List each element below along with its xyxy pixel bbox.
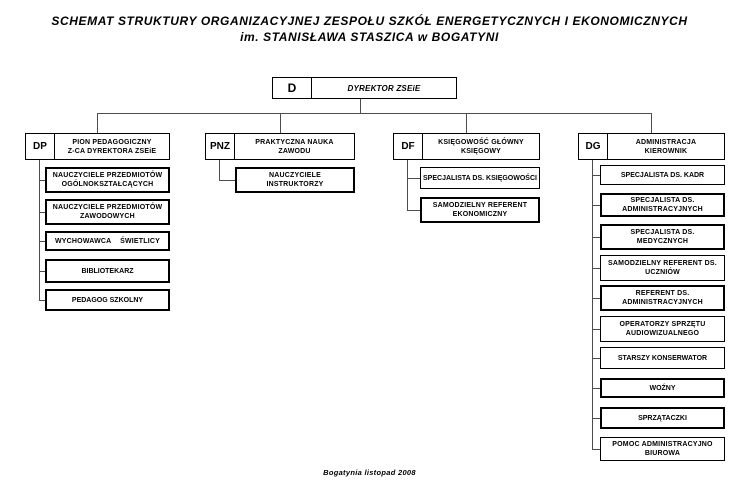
node-pion-pedagogiczny: DP PION PEDAGOGICZNY Z-CA DYREKTORA ZSEi…	[25, 133, 170, 160]
node-specjalista-ds-medycznych: SPECJALISTA DS. MEDYCZNYCH	[600, 224, 725, 250]
node-nauczyciele-przedmiotow-ogolnoksztalcacych: NAUCZYCIELE PRZEDMIOTÓW OGÓLNOKSZTAŁCĄCY…	[45, 167, 170, 193]
connector-stub	[592, 329, 600, 330]
node-specjalista-ds-ksiegowosci: SPECJALISTA DS. KSIĘGOWOŚCI	[420, 167, 540, 189]
connector-stub	[592, 358, 600, 359]
connector-vline-dp	[39, 160, 40, 300]
node-label: POMOC ADMINISTRACYJNO BIUROWA	[612, 441, 713, 457]
title-line-1: SCHEMAT STRUKTURY ORGANIZACYJNEJ ZESPOŁU…	[51, 14, 688, 28]
node-sprzataczki: SPRZĄTACZKI	[600, 407, 725, 429]
connector-stub	[592, 298, 600, 299]
connector-stub	[39, 180, 46, 181]
node-label: WOŹNY	[649, 384, 676, 392]
node-specjalista-ds-kadr: SPECJALISTA DS. KADR	[600, 165, 725, 185]
node-label: STARSZY KONSERWATOR	[617, 354, 708, 362]
node-label: SPECJALISTA DS. KSIĘGOWOŚCI	[423, 174, 537, 182]
connector-stub	[592, 237, 600, 238]
header-box-dg: ADMINISTRACJA KIEROWNIK	[607, 133, 725, 160]
connector-vline-dg	[592, 160, 593, 449]
node-samodzielny-referent-ds-uczniow: SAMODZIELNY REFERENT DS. UCZNIÓW	[600, 255, 725, 281]
node-dyrektor-zseie: D DYREKTOR ZSEiE	[272, 77, 457, 99]
node-label: NAUCZYCIELE INSTRUKTORZY	[266, 172, 324, 188]
footer-caption: Bogatynia listopad 2008	[323, 468, 416, 477]
header-dp-line-2: Z-CA DYREKTORA ZSEiE	[67, 147, 157, 155]
title-line-2: im. STANISŁAWA STASZICA w BOGATYNI	[240, 30, 499, 44]
node-starszy-konserwator: STARSZY KONSERWATOR	[600, 347, 725, 369]
node-administracja-kierownik: DG ADMINISTRACJA KIEROWNIK	[578, 133, 725, 160]
connector-drop-dp	[97, 113, 98, 133]
connector-vline-df	[407, 160, 408, 210]
connector-stub	[39, 300, 46, 301]
header-df-line-2: KSIĘGOWY	[460, 147, 502, 155]
node-nauczyciele-przedmiotow-zawodowych: NAUCZYCIELE PRZEDMIOTÓW ZAWODOWYCH	[45, 199, 170, 225]
header-pnz-line-2: ZAWODU	[278, 147, 311, 155]
header-dg-line-2: KIEROWNIK	[644, 147, 688, 155]
node-label: REFERENT DS. ADMINISTRACYJNYCH	[622, 290, 703, 306]
node-pedagog-szkolny: PEDAGOG SZKOLNY	[45, 289, 170, 311]
node-label: SAMODZIELNY REFERENT EKONOMICZNY	[432, 202, 528, 218]
connector-stub	[592, 418, 600, 419]
connector-root-riser	[360, 99, 361, 113]
header-dp-line-1: PION PEDAGOGICZNY	[72, 138, 152, 146]
connector-stub	[39, 212, 46, 213]
node-label: SPRZĄTACZKI	[638, 414, 687, 422]
node-referent-ds-administracyjnych: REFERENT DS. ADMINISTRACYJNYCH	[600, 285, 725, 311]
header-dg-line-1: ADMINISTRACJA	[635, 138, 697, 146]
node-label: SPECJALISTA DS. ADMINISTRACYJNYCH	[622, 197, 703, 213]
connector-stub	[39, 271, 46, 272]
code-box-df: DF	[393, 133, 423, 160]
node-label: SPECJALISTA DS. KADR	[620, 171, 705, 179]
node-label: SAMODZIELNY REFERENT DS. UCZNIÓW	[608, 260, 717, 276]
header-box-df: KSIĘGOWOŚĆ GŁÓWNY KSIĘGOWY	[422, 133, 540, 160]
code-box-pnz: PNZ	[205, 133, 235, 160]
code-box-dg: DG	[578, 133, 608, 160]
connector-stub	[407, 178, 420, 179]
connector-stub	[39, 241, 46, 242]
code-box-dp: DP	[25, 133, 55, 160]
connector-stub	[592, 268, 600, 269]
connector-stub	[592, 175, 600, 176]
node-label: NAUCZYCIELE PRZEDMIOTÓW ZAWODOWYCH	[52, 204, 163, 220]
connector-stub	[219, 180, 235, 181]
node-label: PEDAGOG SZKOLNY	[71, 296, 144, 304]
connector-main-hline	[97, 113, 652, 114]
header-pnz-line-1: PRAKTYCZNA NAUKA	[255, 138, 334, 146]
header-box-pnz: PRAKTYCZNA NAUKA ZAWODU	[234, 133, 355, 160]
root-label: DYREKTOR ZSEiE	[347, 83, 421, 93]
node-label: OPERATORZY SPRZĘTU AUDIOWIZUALNEGO	[619, 321, 706, 337]
connector-stub	[407, 210, 420, 211]
node-samodzielny-referent-ekonomiczny: SAMODZIELNY REFERENT EKONOMICZNY	[420, 197, 540, 223]
root-label-box: DYREKTOR ZSEiE	[311, 77, 457, 99]
node-ksiegowosc-glowny-ksiegowy: DF KSIĘGOWOŚĆ GŁÓWNY KSIĘGOWY	[393, 133, 540, 160]
node-label: WYCHOWAWCA ŚWIETLICY	[55, 237, 160, 245]
node-wychowawca-swietlicy: WYCHOWAWCA ŚWIETLICY	[45, 231, 170, 251]
header-box-dp: PION PEDAGOGICZNY Z-CA DYREKTORA ZSEiE	[54, 133, 170, 160]
connector-drop-dg	[651, 113, 652, 133]
node-wozny: WOŹNY	[600, 378, 725, 398]
node-nauczyciele-instruktorzy: NAUCZYCIELE INSTRUKTORZY	[235, 167, 355, 193]
header-df-line-1: KSIĘGOWOŚĆ GŁÓWNY	[438, 138, 524, 146]
node-label: SPECJALISTA DS. MEDYCZNYCH	[630, 229, 695, 245]
diagram-title: SCHEMAT STRUKTURY ORGANIZACYJNEJ ZESPOŁU…	[0, 13, 739, 45]
connector-stub	[592, 205, 600, 206]
node-praktyczna-nauka-zawodu: PNZ PRAKTYCZNA NAUKA ZAWODU	[205, 133, 355, 160]
node-pomoc-administracyjno-biurowa: POMOC ADMINISTRACYJNO BIUROWA	[600, 437, 725, 461]
connector-vline-pnz	[219, 160, 220, 180]
connector-stub	[592, 449, 600, 450]
node-specjalista-ds-administracyjnych: SPECJALISTA DS. ADMINISTRACYJNYCH	[600, 193, 725, 217]
connector-stub	[592, 388, 600, 389]
connector-drop-pnz	[280, 113, 281, 133]
code-box-d: D	[272, 77, 312, 99]
node-operatorzy-sprzetu-audiowizualnego: OPERATORZY SPRZĘTU AUDIOWIZUALNEGO	[600, 316, 725, 342]
node-bibliotekarz: BIBLIOTEKARZ	[45, 259, 170, 283]
connector-drop-df	[466, 113, 467, 133]
node-label: NAUCZYCIELE PRZEDMIOTÓW OGÓLNOKSZTAŁCĄCY…	[52, 172, 163, 188]
node-label: BIBLIOTEKARZ	[81, 267, 134, 275]
